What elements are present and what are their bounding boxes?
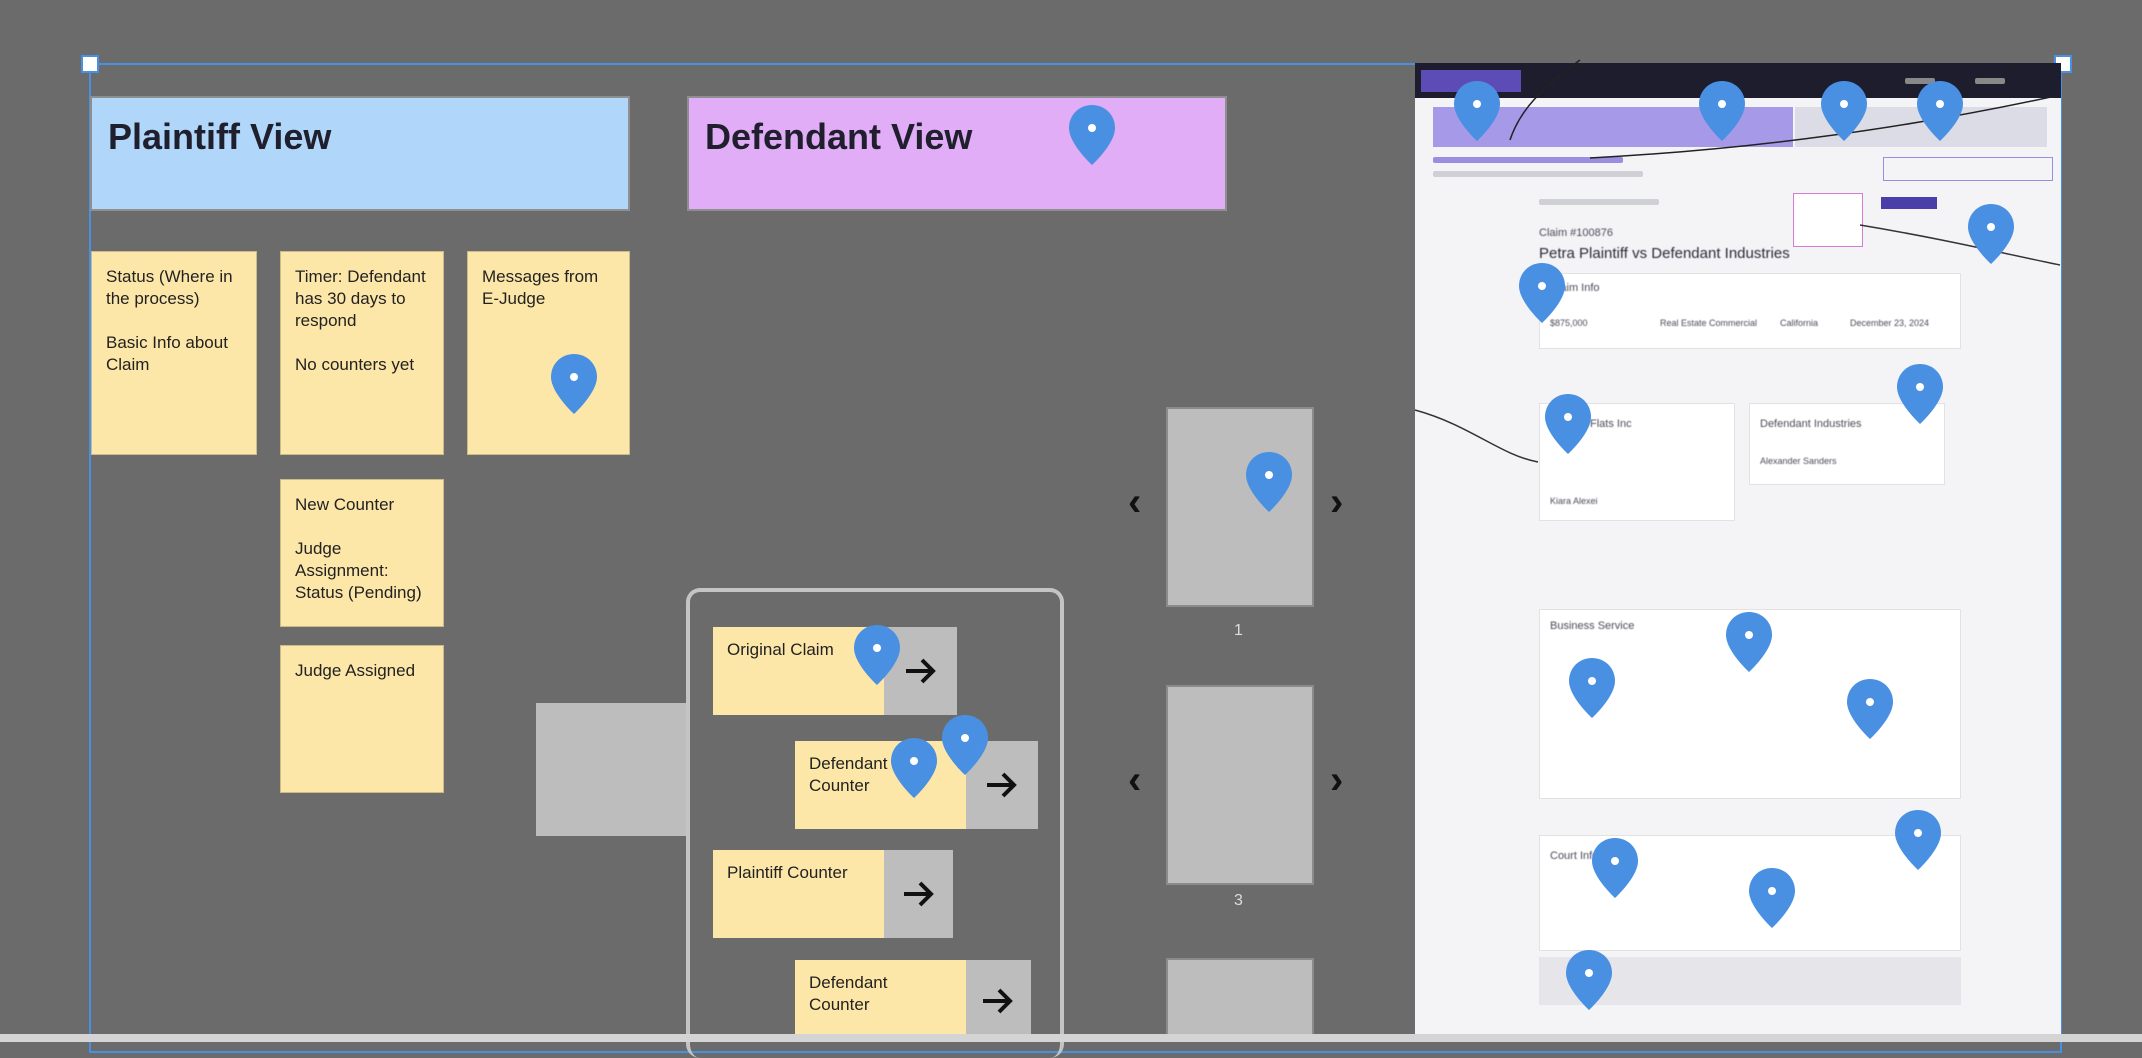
- comment-pin-icon[interactable]: [852, 623, 902, 687]
- flow-item-label: Plaintiff Counter: [713, 850, 885, 938]
- bottom-scrollbar[interactable]: [0, 1034, 2142, 1042]
- claim-title: Petra Plaintiff vs Defendant Industries: [1539, 245, 1790, 262]
- sticky-timer[interactable]: Timer: Defendant has 30 days to respond …: [280, 251, 444, 455]
- comment-pin-icon[interactable]: [1067, 103, 1117, 167]
- arrow-right-icon[interactable]: [884, 850, 953, 938]
- plaintiff-company: Flats Inc: [1590, 418, 1632, 430]
- instruction-text: [1433, 157, 1623, 163]
- nav-link: [1905, 78, 1935, 84]
- tab-row: [1539, 199, 1659, 205]
- sticky-messages[interactable]: Messages from E-Judge: [467, 251, 630, 455]
- arrow-right-icon[interactable]: [965, 960, 1031, 1042]
- carousel-slide-1[interactable]: [1166, 407, 1314, 607]
- carousel-slide-2[interactable]: [1166, 685, 1314, 885]
- claim-amount: $875,000: [1550, 318, 1588, 328]
- sticky-judge-assigned[interactable]: Judge Assigned: [280, 645, 444, 793]
- comment-pin-icon[interactable]: [1747, 866, 1797, 930]
- comment-pin-icon[interactable]: [1564, 948, 1614, 1012]
- flow-item-label: Defendant Counter: [795, 960, 966, 1042]
- comment-pin-icon[interactable]: [1966, 202, 2016, 266]
- app-logo: [1421, 70, 1521, 92]
- comment-pin-icon[interactable]: [1517, 261, 1567, 325]
- claim-number: Claim #100876: [1539, 227, 1613, 239]
- app-screenshot[interactable]: Claim #100876 Petra Plaintiff vs Defenda…: [1415, 63, 2061, 1042]
- carousel-slide-label: 3: [1234, 892, 1243, 909]
- sticky-new-counter[interactable]: New Counter Judge Assignment: Status (Pe…: [280, 479, 444, 627]
- comment-pin-icon[interactable]: [1543, 392, 1593, 456]
- resize-handle-top-left[interactable]: [81, 55, 99, 73]
- claim-info-card: Claim Info $875,000 Real Estate Commerci…: [1539, 273, 1961, 349]
- flow-connector-block: [536, 703, 688, 836]
- flow-item-label: Defendant Counter: [795, 741, 967, 829]
- represented-by: Alexander Sanders: [1760, 456, 1837, 466]
- flow-item-defendant-counter-2[interactable]: Defendant Counter: [795, 960, 1031, 1042]
- defendant-view-header[interactable]: Defendant View: [687, 96, 1227, 211]
- flow-item-defendant-counter-1[interactable]: Defendant Counter: [795, 741, 1038, 829]
- carousel-next-button[interactable]: ›: [1330, 480, 1344, 524]
- nav-link: [1975, 78, 2005, 84]
- tooltip-box: [1793, 193, 1863, 247]
- comment-pin-icon[interactable]: [1452, 79, 1502, 143]
- waiting-button[interactable]: [1883, 157, 2053, 181]
- comment-pin-icon[interactable]: [1895, 362, 1945, 426]
- carousel-slide-3[interactable]: [1166, 958, 1314, 1042]
- comment-pin-icon[interactable]: [1697, 79, 1747, 143]
- claim-date: December 23, 2024: [1850, 318, 1930, 328]
- carousel-prev-button[interactable]: ‹: [1128, 758, 1142, 802]
- claim-category: Real Estate Commercial: [1660, 318, 1758, 328]
- defendant-company: Defendant Industries: [1760, 418, 1862, 430]
- flow-group-frame[interactable]: [686, 588, 1064, 1058]
- respond-button[interactable]: [1881, 197, 1937, 209]
- carousel-prev-button[interactable]: ‹: [1128, 480, 1142, 524]
- claim-state: California: [1780, 318, 1819, 328]
- comment-pin-icon[interactable]: [1724, 610, 1774, 674]
- instruction-text: [1433, 171, 1643, 177]
- comment-pin-icon[interactable]: [1244, 450, 1294, 514]
- carousel-slide-label: 1: [1234, 622, 1243, 639]
- comment-pin-icon[interactable]: [889, 736, 939, 800]
- comment-pin-icon[interactable]: [1819, 79, 1869, 143]
- carousel-next-button[interactable]: ›: [1330, 758, 1344, 802]
- comment-pin-icon[interactable]: [940, 713, 990, 777]
- comment-pin-icon[interactable]: [549, 352, 599, 416]
- defendant-card: Defendant Industries Alexander Sanders: [1749, 403, 1945, 485]
- sticky-status[interactable]: Status (Where in the process) Basic Info…: [91, 251, 257, 455]
- comment-pin-icon[interactable]: [1915, 79, 1965, 143]
- plaintiff-contact: Kiara Alexei: [1550, 496, 1598, 506]
- comment-pin-icon[interactable]: [1893, 808, 1943, 872]
- card-title: Business Service: [1550, 620, 1635, 632]
- flow-item-label: Original Claim: [713, 627, 885, 715]
- plaintiff-view-header[interactable]: Plaintiff View: [90, 96, 630, 211]
- comment-pin-icon[interactable]: [1590, 836, 1640, 900]
- comment-pin-icon[interactable]: [1567, 656, 1617, 720]
- comment-pin-icon[interactable]: [1845, 677, 1895, 741]
- flow-item-plaintiff-counter[interactable]: Plaintiff Counter: [713, 850, 953, 938]
